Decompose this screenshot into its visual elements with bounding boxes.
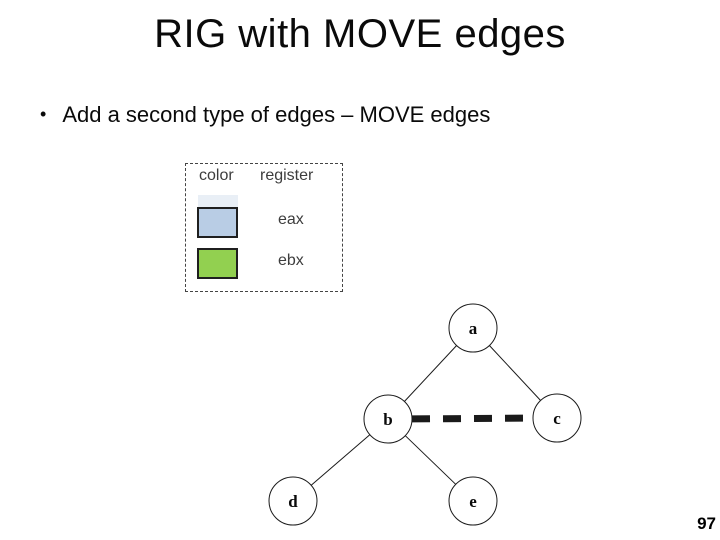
node-d (268, 476, 318, 526)
node-label-b: b (383, 410, 392, 429)
node-e (448, 476, 498, 526)
node-label-a: a (469, 319, 478, 338)
faded-swatch-artifact (198, 195, 238, 207)
node-label-e: e (469, 492, 477, 511)
edge-b-c-move (411, 414, 534, 423)
edge-b-d (310, 434, 371, 486)
color-swatch-ebx (197, 248, 238, 279)
bullet-marker: • (40, 104, 47, 124)
bullet-text: Add a second type of edges – MOVE edges (62, 102, 491, 127)
node-label-c: c (553, 409, 561, 428)
edge-b-e (404, 435, 457, 485)
register-label-eax: eax (278, 211, 304, 228)
legend-header-register: register (260, 167, 314, 184)
node-a (448, 303, 498, 353)
node-c (532, 393, 582, 443)
node-b (363, 394, 413, 444)
page-number: 97 (697, 514, 716, 533)
color-swatch-eax (197, 207, 238, 238)
bullet-item: • Add a second type of edges – MOVE edge… (40, 102, 700, 128)
slide-title: RIG with MOVE edges (154, 12, 566, 56)
edge-a-c (489, 345, 541, 401)
register-label-ebx: ebx (278, 252, 304, 269)
legend-box: color register eax ebx (185, 163, 343, 292)
node-label-d: d (288, 492, 298, 511)
legend-header-color: color (199, 167, 234, 184)
edge-a-b (404, 345, 457, 402)
